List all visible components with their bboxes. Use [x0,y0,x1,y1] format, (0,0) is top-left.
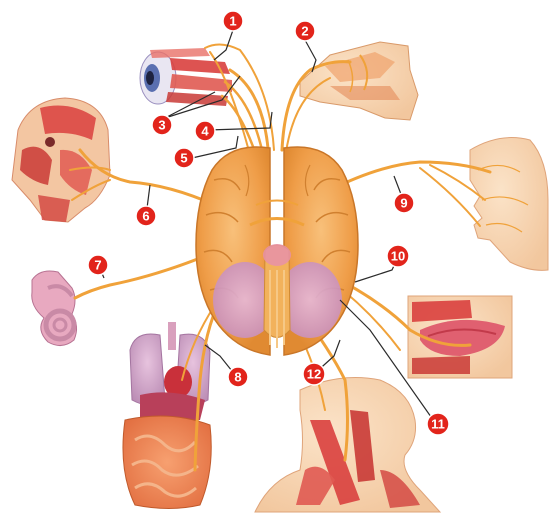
face-profile-illustration [470,138,548,271]
face-muscles-illustration [12,98,110,222]
label-6-text: 6 [142,209,149,224]
label-9-text: 9 [400,196,407,211]
label-2: 2 [295,21,315,41]
nasal-cavity-illustration [300,42,418,120]
inner-ear-illustration [32,271,77,346]
label-2-text: 2 [301,24,308,39]
label-4: 4 [195,121,215,141]
label-8-text: 8 [234,370,241,385]
label-12: 12 [303,363,325,385]
label-10-text: 10 [391,249,405,264]
label-3: 3 [152,115,172,135]
label-5: 5 [174,148,194,168]
label-1-text: 1 [229,14,236,29]
brain-illustration [196,147,358,355]
label-9: 9 [394,193,414,213]
label-5-text: 5 [180,151,187,166]
label-11-text: 11 [431,417,445,432]
label-6: 6 [136,206,156,226]
label-4-text: 4 [201,124,209,139]
label-10: 10 [387,245,409,267]
label-11: 11 [427,413,449,435]
label-7: 7 [88,255,108,275]
label-1: 1 [223,11,243,31]
label-3-text: 3 [158,118,165,133]
label-7-text: 7 [94,258,101,273]
label-8: 8 [228,367,248,387]
label-12-text: 12 [307,367,321,382]
